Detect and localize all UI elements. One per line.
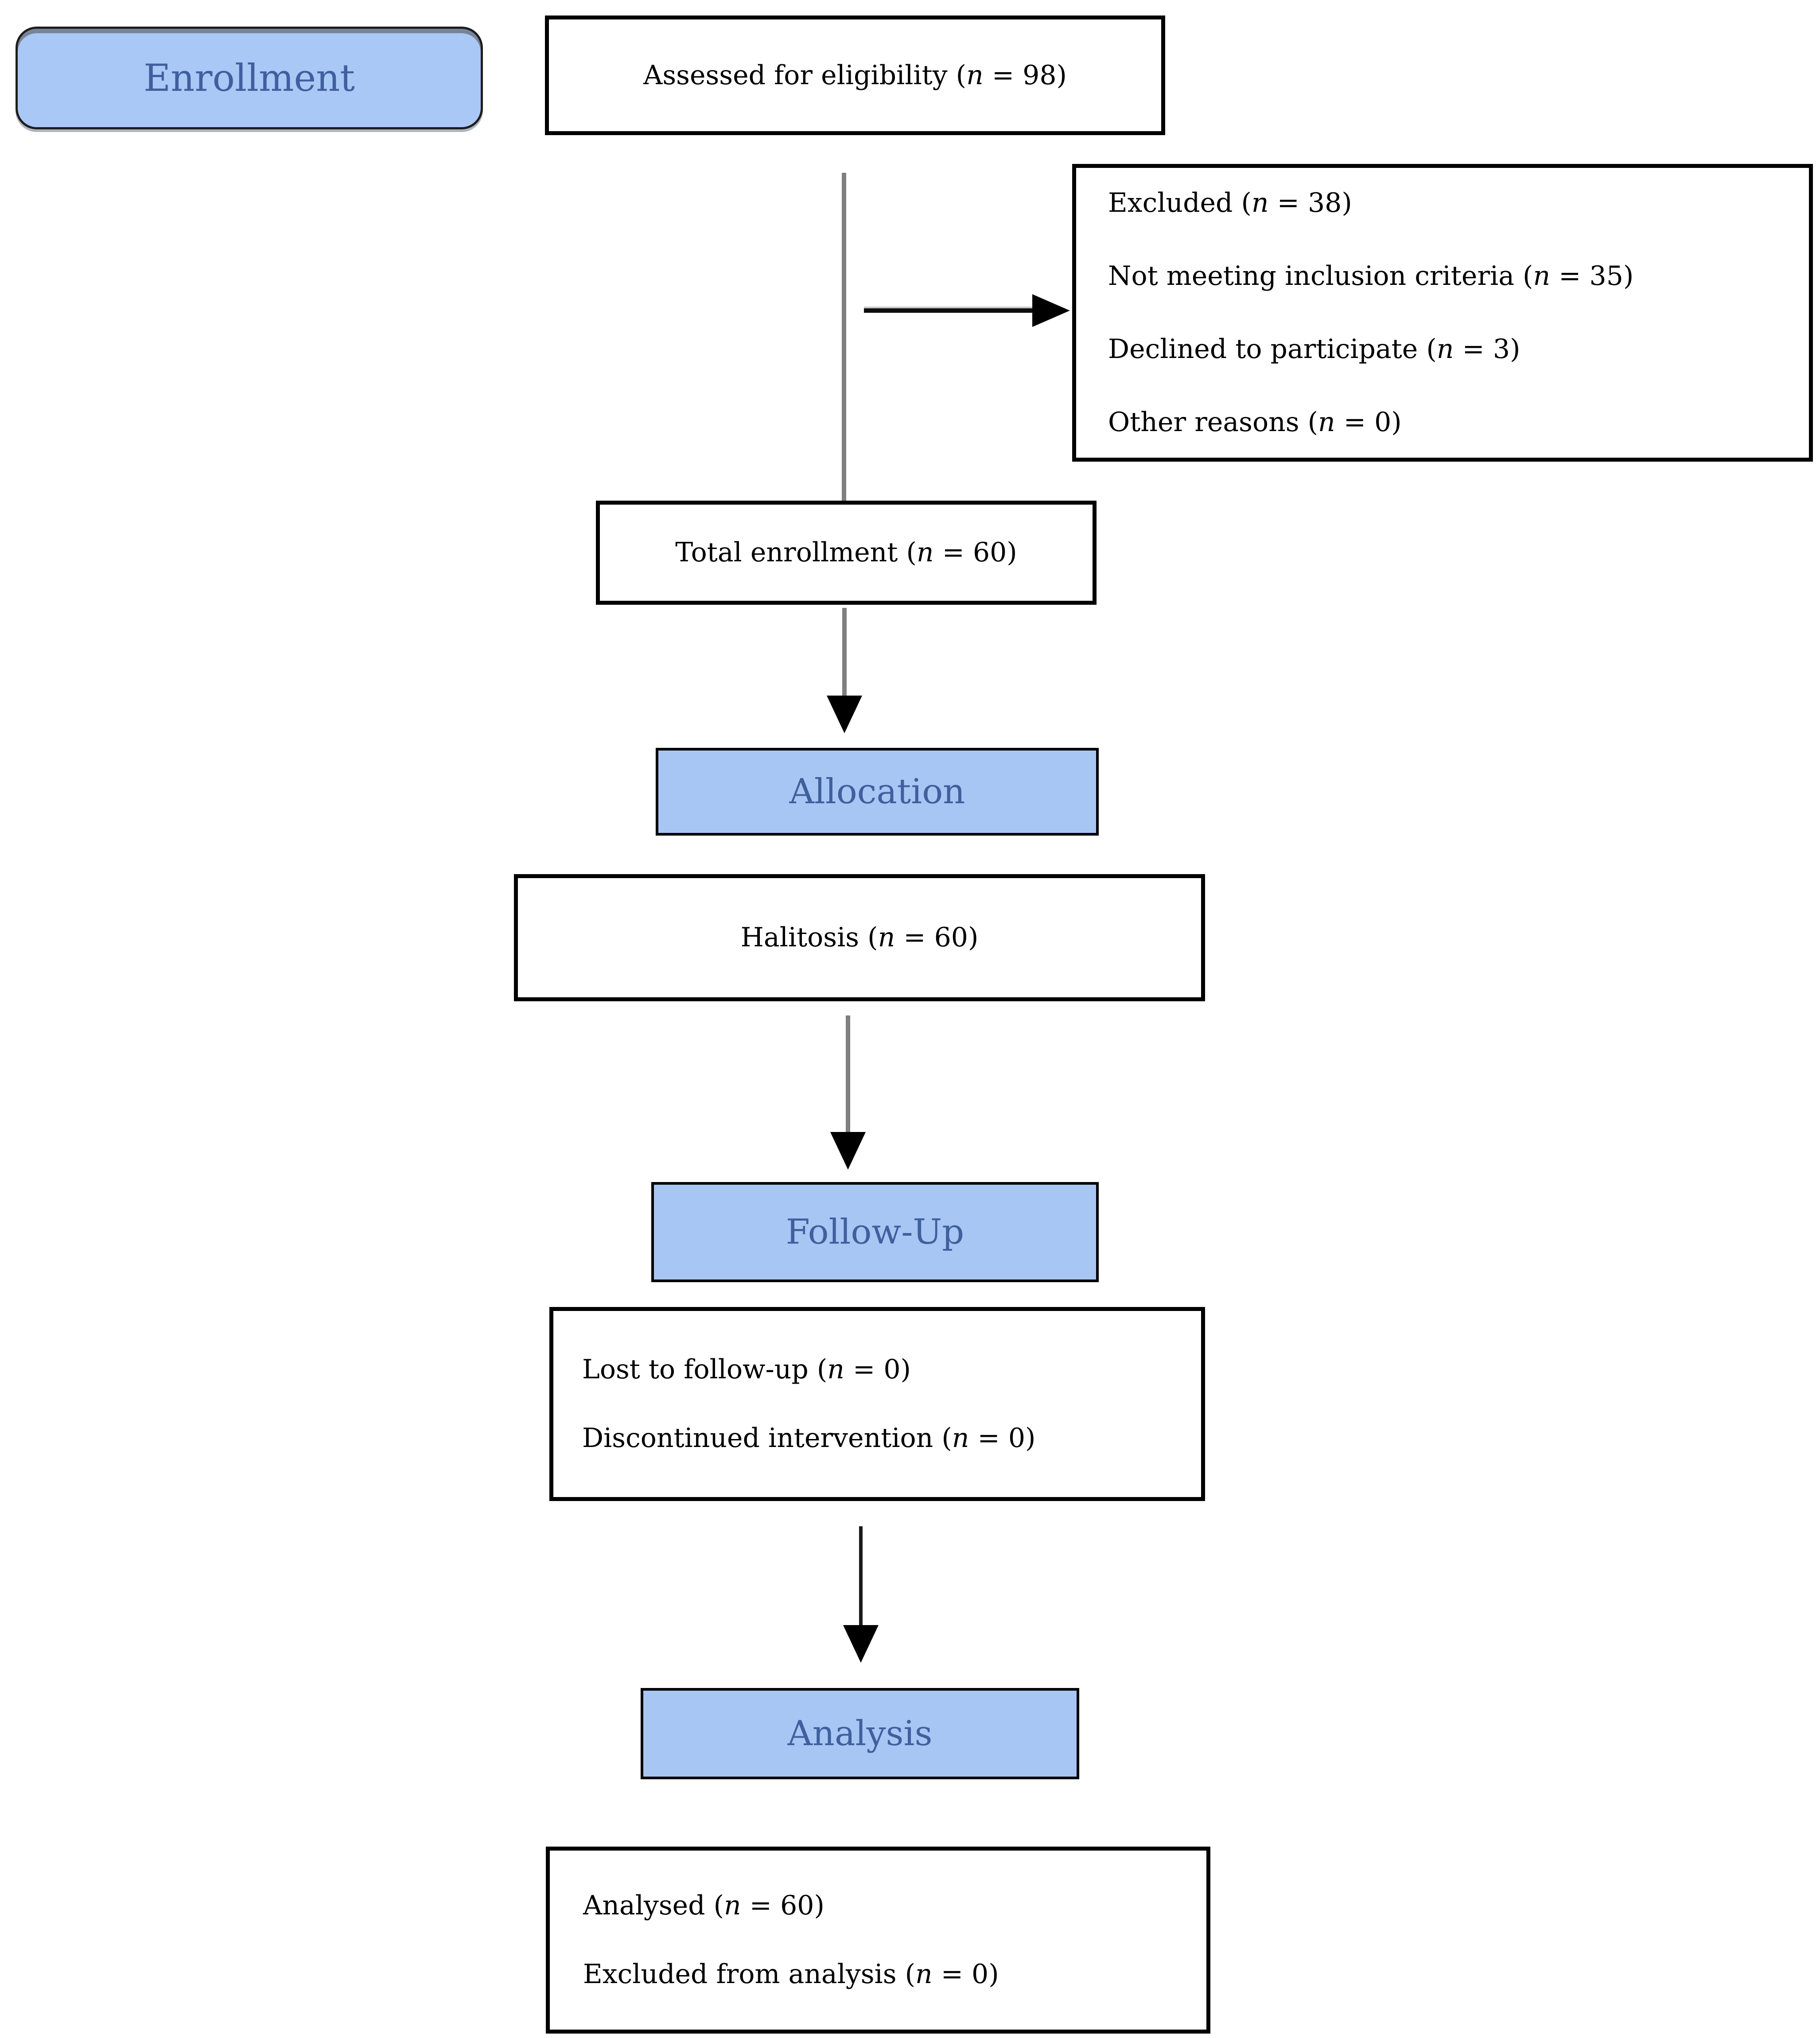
stage-allocation-label: Allocation [789,772,965,812]
analysis-line: Excluded from analysis (n = 0) [583,1959,999,1990]
excluded-line: Excluded (n = 38) [1108,187,1352,218]
arrowhead-down-icon [827,696,862,733]
halitosis-text: Halitosis (n = 60) [740,922,979,953]
excluded-line: Declined to participate (n = 3) [1108,334,1521,365]
assessed-text: Assessed for eligibility (n = 98) [643,59,1067,91]
total-enrollment-text: Total enrollment (n = 60) [675,537,1017,568]
halitosis-box: Halitosis (n = 60) [514,874,1205,1001]
arrow-line [846,1015,850,1133]
arrowhead-down-icon [843,1625,879,1663]
followup-line: Discontinued intervention (n = 0) [582,1423,1036,1454]
stage-enrollment-label: Enrollment [143,56,355,100]
connector-line [842,173,846,502]
arrowhead-right-icon [1032,294,1070,327]
stage-followup-label: Follow-Up [786,1212,964,1252]
analysis-detail-box: Analysed (n = 60) Excluded from analysis… [546,1847,1210,2034]
stage-analysis: Analysis [641,1688,1079,1779]
followup-line: Lost to follow-up (n = 0) [582,1354,911,1385]
excluded-line: Other reasons (n = 0) [1108,407,1402,438]
excluded-box: Excluded (n = 38) Not meeting inclusion … [1072,164,1813,462]
arrow-line [864,308,1034,313]
stage-enrollment: Enrollment [16,27,483,129]
stage-allocation: Allocation [656,748,1099,836]
analysis-line: Analysed (n = 60) [583,1890,824,1921]
followup-detail-box: Lost to follow-up (n = 0) Discontinued i… [549,1307,1205,1501]
stage-followup: Follow-Up [651,1182,1099,1282]
arrow-line [859,1526,863,1626]
total-enrollment-box: Total enrollment (n = 60) [596,501,1097,605]
excluded-line: Not meeting inclusion criteria (n = 35) [1108,261,1634,292]
arrowhead-down-icon [830,1132,866,1170]
stage-analysis-label: Analysis [787,1714,933,1754]
assessed-box: Assessed for eligibility (n = 98) [545,16,1165,135]
arrow-line [842,608,847,696]
